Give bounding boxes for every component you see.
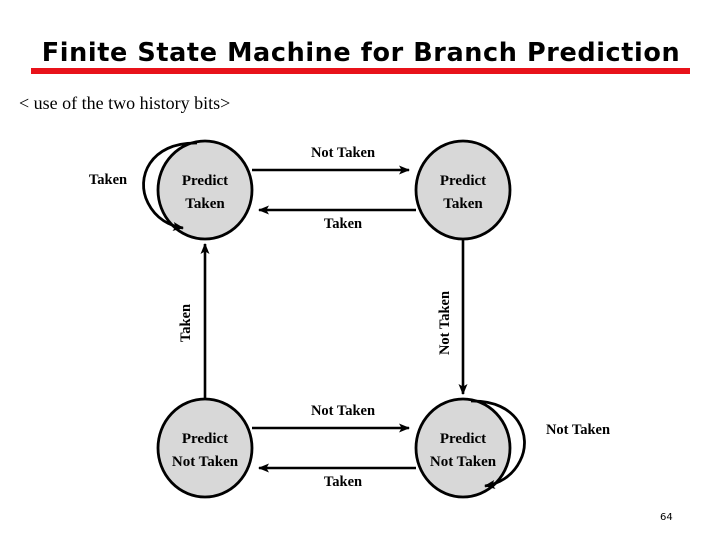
edge-label-bottom-taken: Taken xyxy=(324,474,362,490)
edge-label-bottom-not-taken: Not Taken xyxy=(311,403,375,419)
node-circle xyxy=(414,139,512,241)
node-label-line1: Predict xyxy=(440,431,486,447)
edge-label-self-loop-taken: Taken xyxy=(89,172,127,188)
node-label-line1: Predict xyxy=(440,173,486,189)
node-label-line1: Predict xyxy=(182,173,228,189)
edge-label-self-loop-not-taken: Not Taken xyxy=(546,422,610,438)
node-label-line1: Predict xyxy=(182,431,228,447)
edge-right-not-taken: Not Taken xyxy=(437,237,468,395)
self-loop-bottom-right: Not Taken xyxy=(470,399,610,489)
node-label-line2: Not Taken xyxy=(172,454,239,470)
slide-subtitle: < use of the two history bits> xyxy=(19,93,231,113)
title-underline-rule xyxy=(31,68,690,74)
state-node-predict-taken-top-left[interactable]: Predict Taken xyxy=(156,139,254,241)
edge-bottom-taken: Taken xyxy=(258,463,416,490)
node-label-line2: Taken xyxy=(443,196,483,212)
edge-top-taken: Taken xyxy=(258,205,416,232)
self-loop-arc xyxy=(142,141,198,231)
node-circle xyxy=(156,397,254,499)
edge-label-right-not-taken: Not Taken xyxy=(437,291,453,355)
edge-top-not-taken: Not Taken xyxy=(252,145,410,175)
state-node-predict-not-taken-bottom-right[interactable]: Predict Not Taken xyxy=(414,397,512,499)
node-circle xyxy=(414,397,512,499)
node-label-line2: Not Taken xyxy=(430,454,497,470)
node-label-line2: Taken xyxy=(185,196,225,212)
edge-label-top-taken: Taken xyxy=(324,216,362,232)
self-loop-top-left: Taken xyxy=(89,141,198,231)
edge-left-taken: Taken xyxy=(178,243,210,401)
page-number: 64 xyxy=(660,512,673,523)
edge-bottom-not-taken: Not Taken xyxy=(252,403,410,433)
state-node-predict-not-taken-bottom-left[interactable]: Predict Not Taken xyxy=(156,397,254,499)
page-title: Finite State Machine for Branch Predicti… xyxy=(41,38,681,68)
edge-label-left-taken: Taken xyxy=(178,304,194,342)
fsm-diagram: Not Taken Taken Not Taken Taken Taken No… xyxy=(89,139,610,499)
edge-label-top-not-taken: Not Taken xyxy=(311,145,375,161)
node-circle xyxy=(156,139,254,241)
self-loop-arc xyxy=(470,399,526,489)
state-node-predict-taken-top-right[interactable]: Predict Taken xyxy=(414,139,512,241)
